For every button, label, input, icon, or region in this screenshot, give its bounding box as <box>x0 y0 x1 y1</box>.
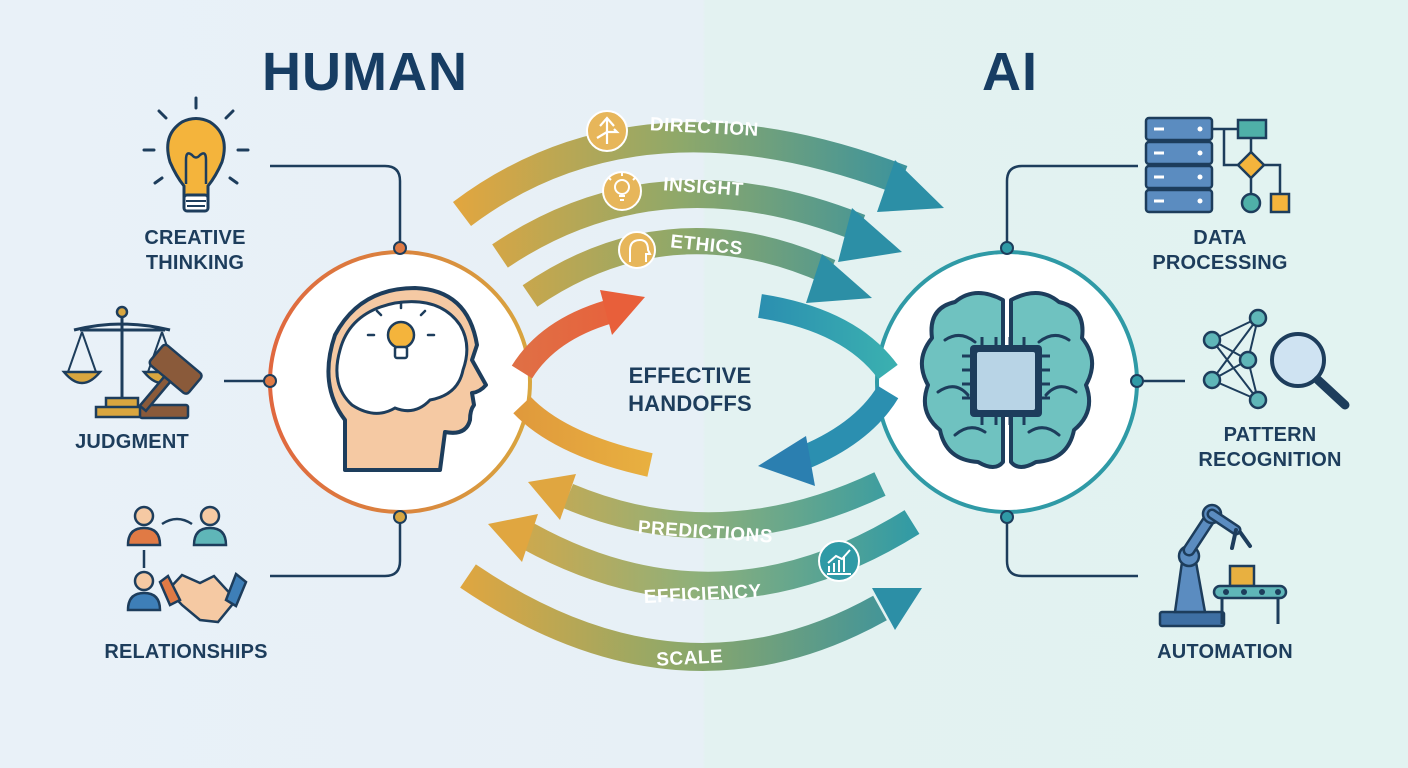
arrow-ai-out <box>758 294 898 380</box>
arrow-scale: SCALE <box>460 564 922 671</box>
label-automation: AUTOMATION <box>1157 641 1293 663</box>
human-connectors <box>224 164 402 578</box>
robot-arm-conveyor-icon <box>1158 503 1288 628</box>
arrow-ai-in <box>758 385 899 486</box>
human-head-icon <box>326 286 488 472</box>
human-title: HUMAN <box>262 42 468 102</box>
server-flowchart-icon <box>1144 116 1291 214</box>
scales-gavel-icon <box>61 305 203 420</box>
label-data-processing: DATA PROCESSING <box>1152 227 1288 274</box>
label-judgment: JUDGMENT <box>75 431 189 453</box>
center-label-effective-handoffs: EFFECTIVE HANDOFFS <box>628 363 752 416</box>
arrow-human-out <box>511 290 645 379</box>
network-magnifier-icon <box>1202 308 1350 410</box>
label-pattern-recognition: PATTERN RECOGNITION <box>1198 424 1342 471</box>
arrow-ethics: ETHICS <box>522 228 872 307</box>
arrow-human-in <box>513 396 653 477</box>
label-creative-thinking: CREATIVE THINKING <box>144 227 246 274</box>
arrow-insight: INSIGHT <box>492 171 902 268</box>
ai-hub <box>875 241 1144 524</box>
people-handshake-icon <box>126 505 248 624</box>
ai-connectors <box>1005 164 1185 578</box>
ai-title: AI <box>982 42 1038 102</box>
human-hub <box>263 241 532 524</box>
label-relationships: RELATIONSHIPS <box>104 641 268 663</box>
lightbulb-icon <box>142 96 250 213</box>
ai-brain-chip-icon <box>920 291 1094 469</box>
flow-label-scale: SCALE <box>656 646 724 670</box>
arrow-predictions: PREDICTIONS <box>528 472 886 548</box>
arrow-direction: DIRECTION <box>452 110 944 226</box>
